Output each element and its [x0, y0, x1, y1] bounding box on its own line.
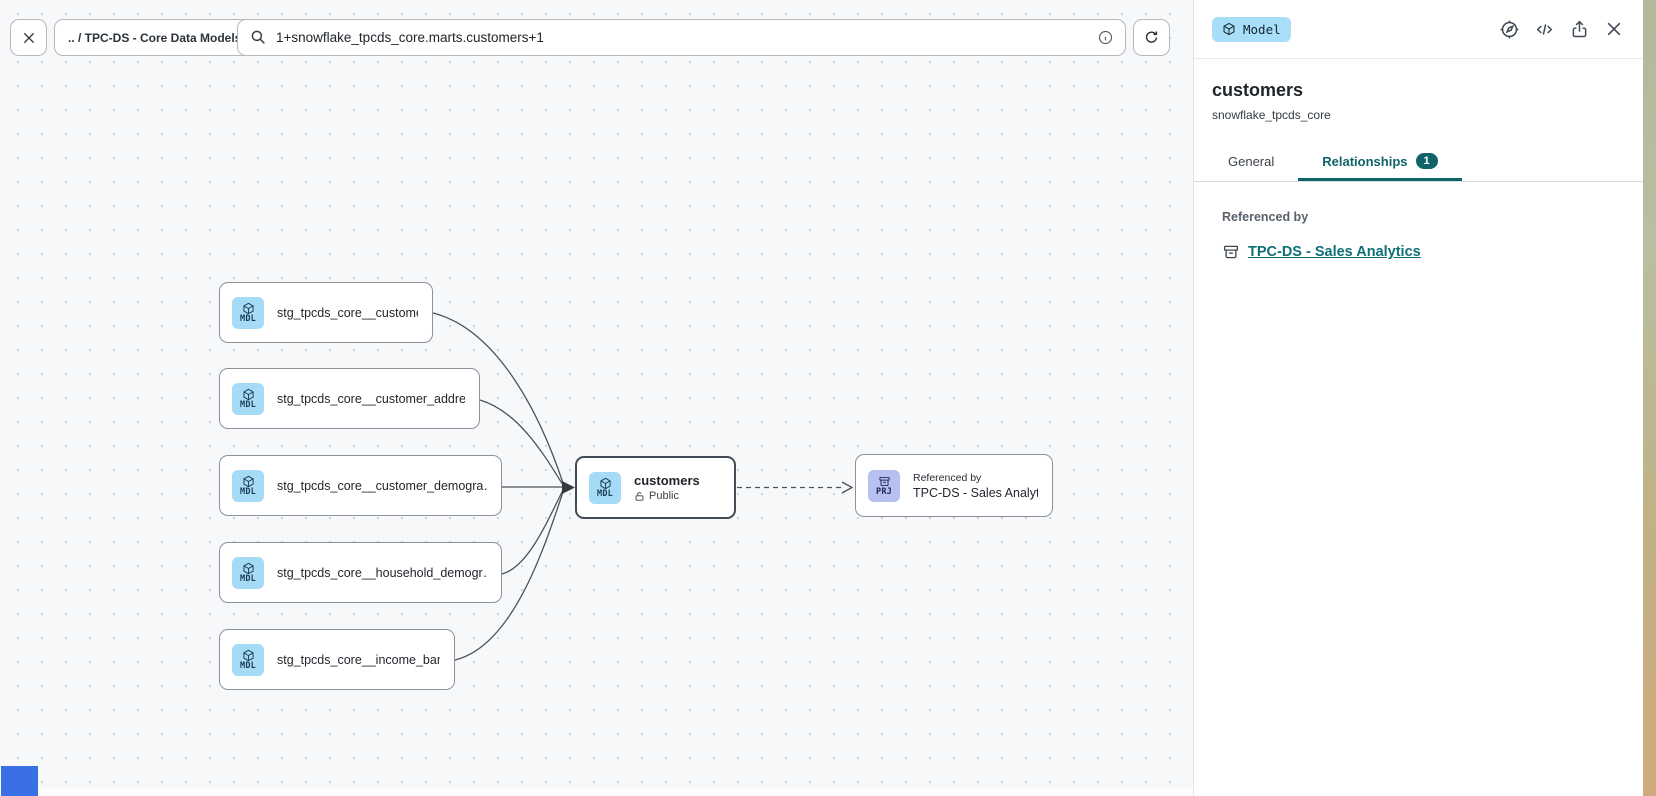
- node-label: TPC-DS - Sales Analytics: [913, 485, 1038, 500]
- desktop-wallpaper-sliver: [1643, 0, 1656, 796]
- arrowhead-in: [562, 481, 575, 494]
- referenced-by-project-link[interactable]: TPC-DS - Sales Analytics: [1248, 244, 1421, 260]
- details-panel: Model customers snowflake_tpcds_core Gen…: [1193, 0, 1643, 796]
- node-stg-tpcds-core-household-demographics[interactable]: MDL stg_tpcds_core__household_demogr…: [219, 542, 502, 603]
- model-icon: MDL: [589, 471, 621, 504]
- breadcrumb-label: .. / TPC-DS - Core Data Models: [68, 30, 242, 45]
- refresh-icon: [1145, 31, 1158, 43]
- explore-button[interactable]: [1498, 18, 1520, 40]
- node-stg-tpcds-core-customer-demographics[interactable]: MDL stg_tpcds_core__customer_demogra…: [219, 455, 502, 516]
- refresh-button[interactable]: [1133, 19, 1170, 56]
- node-customers-selected[interactable]: MDL customers Public: [575, 456, 736, 519]
- relationships-count-badge: 1: [1415, 153, 1438, 169]
- lineage-edges: [432, 312, 854, 661]
- tab-general[interactable]: General: [1204, 142, 1298, 181]
- node-label: stg_tpcds_core__household_demogr…: [277, 565, 487, 580]
- arrowhead-out: [841, 481, 854, 494]
- search-input[interactable]: [276, 30, 1085, 45]
- model-icon: MDL: [232, 643, 264, 676]
- model-icon: MDL: [232, 469, 264, 502]
- relationships-tab-content: Referenced by TPC-DS - Sales Analytics: [1194, 182, 1643, 289]
- cube-icon: [242, 302, 254, 314]
- node-access-row: Public: [634, 490, 700, 502]
- node-type-caption: MDL: [240, 486, 256, 497]
- cube-icon: [242, 562, 254, 574]
- panel-subtitle: snowflake_tpcds_core: [1212, 108, 1331, 122]
- lineage-canvas[interactable]: MDL stg_tpcds_core__customer MDL stg_tpc…: [0, 0, 1193, 796]
- model-icon: MDL: [232, 382, 264, 415]
- close-icon: [23, 32, 34, 43]
- model-type-label: Model: [1243, 21, 1281, 37]
- node-type-caption: MDL: [240, 660, 256, 671]
- panel-title: customers: [1212, 80, 1304, 100]
- archive-box-icon: [1223, 245, 1239, 259]
- cube-icon: [1223, 22, 1235, 36]
- close-icon: [1607, 22, 1621, 36]
- lineage-search: [237, 19, 1126, 56]
- node-type-caption: MDL: [240, 573, 256, 584]
- node-label: customers: [634, 473, 700, 488]
- code-icon: [1536, 23, 1552, 35]
- node-stg-tpcds-core-customer-address[interactable]: MDL stg_tpcds_core__customer_address: [219, 368, 480, 429]
- node-type-caption: MDL: [240, 399, 256, 410]
- archive-box-icon: [878, 476, 890, 486]
- panel-title-block: customers snowflake_tpcds_core: [1194, 59, 1643, 122]
- tab-general-label: General: [1228, 153, 1275, 169]
- panel-header: Model: [1194, 0, 1643, 59]
- project-icon: PRJ: [868, 469, 900, 502]
- compass-icon: [1500, 20, 1518, 38]
- model-icon: MDL: [232, 556, 264, 589]
- cube-icon: [242, 388, 254, 400]
- model-icon: MDL: [232, 296, 264, 329]
- cube-icon: [242, 649, 254, 661]
- info-icon[interactable]: [1097, 29, 1114, 46]
- model-type-badge: Model: [1212, 16, 1291, 42]
- search-icon: [251, 30, 265, 44]
- node-label: stg_tpcds_core__income_band: [277, 652, 440, 667]
- cube-icon: [599, 477, 611, 489]
- close-lineage-button[interactable]: [10, 19, 47, 56]
- tab-relationships[interactable]: Relationships 1: [1298, 142, 1462, 181]
- node-label: stg_tpcds_core__customer_address: [277, 391, 465, 406]
- referenced-by-heading: Referenced by: [1222, 210, 1309, 224]
- share-icon: [1572, 20, 1586, 37]
- tab-relationships-label: Relationships: [1322, 153, 1408, 169]
- panel-header-icons: [1498, 18, 1625, 40]
- node-referenced-by-project[interactable]: PRJ Referenced by TPC-DS - Sales Analyti…: [855, 454, 1053, 517]
- view-code-button[interactable]: [1533, 18, 1555, 40]
- node-stg-tpcds-core-income-band[interactable]: MDL stg_tpcds_core__income_band: [219, 629, 455, 690]
- node-kicker: Referenced by: [913, 471, 982, 484]
- node-stg-tpcds-core-customer[interactable]: MDL stg_tpcds_core__customer: [219, 282, 433, 343]
- blue-highlight-square: [1, 766, 38, 796]
- unlock-icon: [635, 491, 644, 501]
- panel-tabs: General Relationships 1: [1194, 142, 1643, 182]
- node-label: stg_tpcds_core__customer_demogra…: [277, 478, 487, 493]
- share-button[interactable]: [1568, 18, 1590, 40]
- node-type-caption: MDL: [240, 313, 256, 324]
- node-label: stg_tpcds_core__customer: [277, 305, 418, 320]
- canvas-bottom-band: [0, 788, 1193, 796]
- node-type-caption: MDL: [597, 488, 613, 499]
- close-panel-button[interactable]: [1603, 18, 1625, 40]
- node-type-caption: PRJ: [876, 486, 892, 497]
- referenced-by-row: TPC-DS - Sales Analytics: [1222, 243, 1615, 261]
- cube-icon: [242, 475, 254, 487]
- breadcrumb[interactable]: .. / TPC-DS - Core Data Models: [54, 19, 256, 56]
- access-label: Public: [649, 490, 679, 502]
